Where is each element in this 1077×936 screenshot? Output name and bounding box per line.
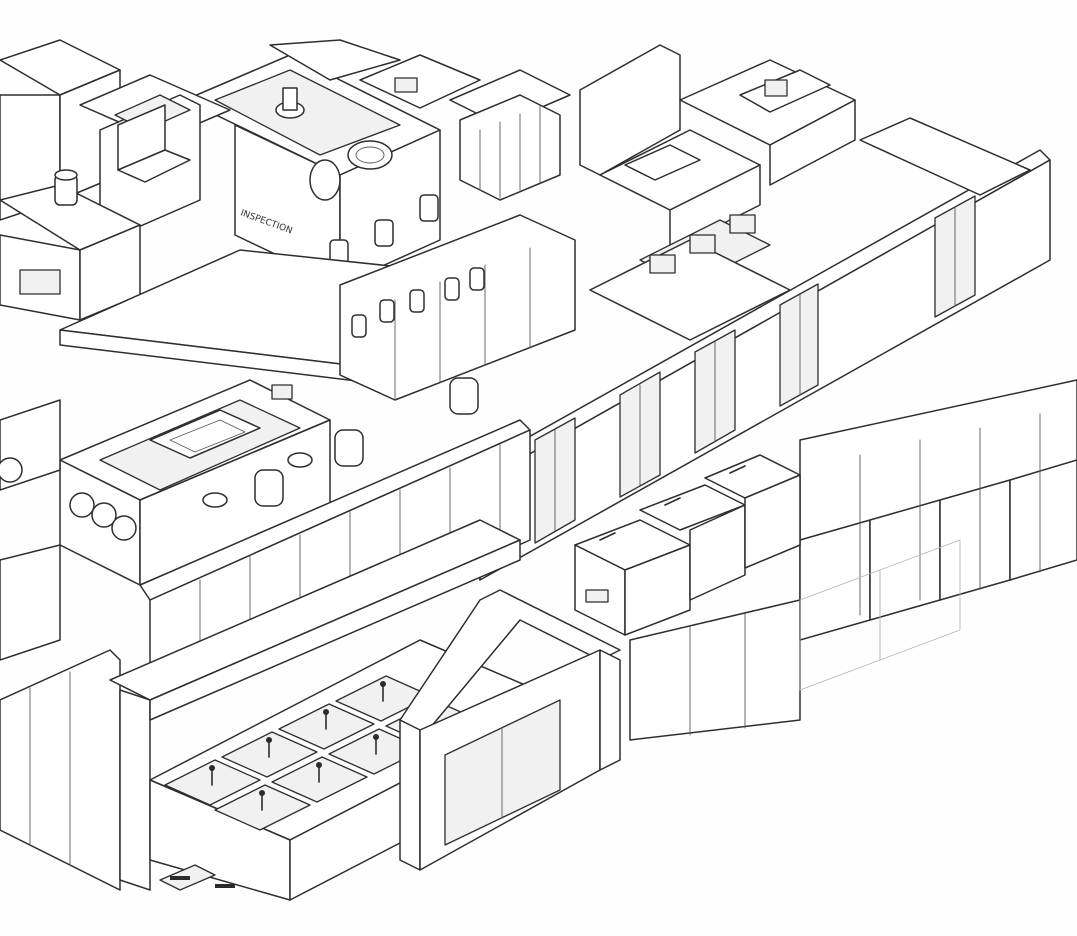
curved-door-wall	[399, 589, 621, 871]
lower-bay-frame	[109, 519, 521, 891]
control-console-box	[59, 379, 331, 586]
central-machine-tower: INSPECTION	[184, 54, 441, 286]
machinery-tanks	[202, 377, 479, 508]
rail-door-panels	[534, 195, 976, 544]
right-crate-wall	[629, 379, 1077, 741]
deck-bottles	[351, 267, 485, 338]
upper-right-rail-frame	[469, 117, 1051, 581]
top-edge-clutter	[269, 39, 571, 201]
left-side-walls	[0, 399, 121, 891]
equipment-cases	[574, 454, 801, 636]
left-top-cabinets	[0, 39, 231, 321]
tray-cells	[164, 675, 482, 831]
floor-grates	[159, 864, 235, 891]
upper-deck-platform	[59, 214, 576, 401]
top-right-box-cluster	[579, 44, 856, 341]
outline-crates-low	[799, 539, 961, 691]
